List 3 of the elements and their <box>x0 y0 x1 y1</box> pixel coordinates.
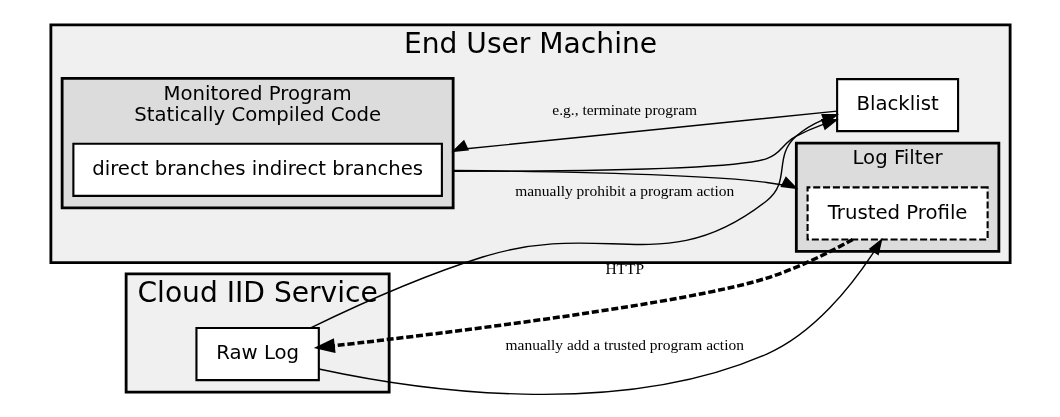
edge-label: manually add a trusted program action <box>505 335 744 353</box>
edge-label: e.g., terminate program <box>551 100 697 118</box>
edge-label: manually prohibit a program action <box>514 182 734 200</box>
